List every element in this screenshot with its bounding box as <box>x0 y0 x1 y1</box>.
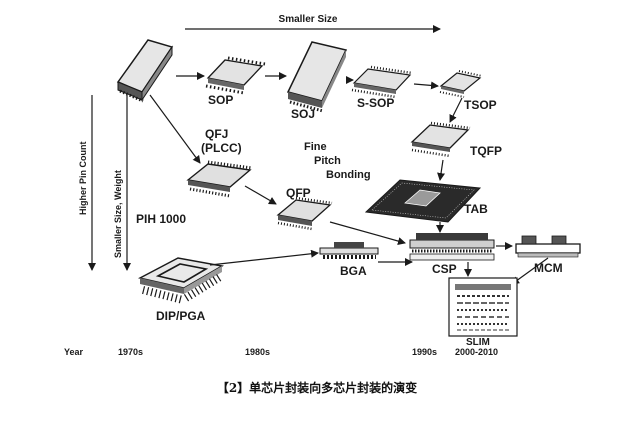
slim-module-icon <box>448 257 549 337</box>
soj-chip-icon <box>286 41 348 113</box>
top-row-arrows <box>149 72 463 164</box>
pitch-label: Pitch <box>314 155 341 167</box>
tsop-chip-icon <box>439 70 483 98</box>
timeline-year-1990s: 1990s <box>412 347 437 357</box>
dip-chip-icon <box>116 39 174 103</box>
tab-label: TAB <box>464 202 488 216</box>
timeline-year-label: Year <box>64 347 84 357</box>
bga-label: BGA <box>340 264 367 278</box>
tqfp-chip-icon <box>410 121 471 158</box>
timeline: Year 1970s 1980s 1990s 2000-2010 <box>64 347 498 357</box>
smaller-size-label: Smaller Size <box>279 14 338 25</box>
soj-label: SOJ <box>291 107 315 121</box>
timeline-year-1980s: 1980s <box>245 347 270 357</box>
smaller-size-arrow: Smaller Size <box>185 14 441 33</box>
slim-label: SLIM <box>466 337 490 348</box>
mcm-label: MCM <box>534 261 563 275</box>
dip-pga-icon <box>137 257 224 304</box>
qfj-chip-icon <box>186 160 253 198</box>
sop-chip-icon <box>205 56 266 95</box>
qfp-chip-icon <box>276 196 333 231</box>
tqfp-label: TQFP <box>470 144 502 158</box>
higher-pin-count-label: Higher Pin Count <box>78 142 88 216</box>
mcm-package-icon <box>515 235 581 258</box>
pih-label: PIH 1000 <box>136 212 186 226</box>
tsop-label: TSOP <box>464 98 497 112</box>
bga-package-icon <box>319 242 379 259</box>
ssop-label: S-SOP <box>357 96 394 110</box>
figure-caption: 【2】单芯片封装向多芯片封装的演变 <box>217 380 417 395</box>
csp-label: CSP <box>432 262 457 276</box>
timeline-year-2000-2010: 2000-2010 <box>455 347 498 357</box>
plcc-label: (PLCC) <box>201 141 242 155</box>
ssop-chip-icon <box>351 65 413 99</box>
sop-label: SOP <box>208 93 233 107</box>
size-weight-axis: Smaller Size, Weight <box>113 95 131 271</box>
csp-package-icon <box>409 233 495 261</box>
bonding-label: Bonding <box>326 169 371 181</box>
fine-label: Fine <box>304 141 327 153</box>
qfj-label: QFJ <box>205 127 228 141</box>
tab-package-icon <box>364 179 482 223</box>
dip-pga-label: DIP/PGA <box>156 309 206 323</box>
smaller-size-weight-label: Smaller Size, Weight <box>113 170 123 258</box>
pin-count-axis: Higher Pin Count <box>78 95 96 271</box>
timeline-year-1970s: 1970s <box>118 347 143 357</box>
qfp-label: QFP <box>286 186 311 200</box>
